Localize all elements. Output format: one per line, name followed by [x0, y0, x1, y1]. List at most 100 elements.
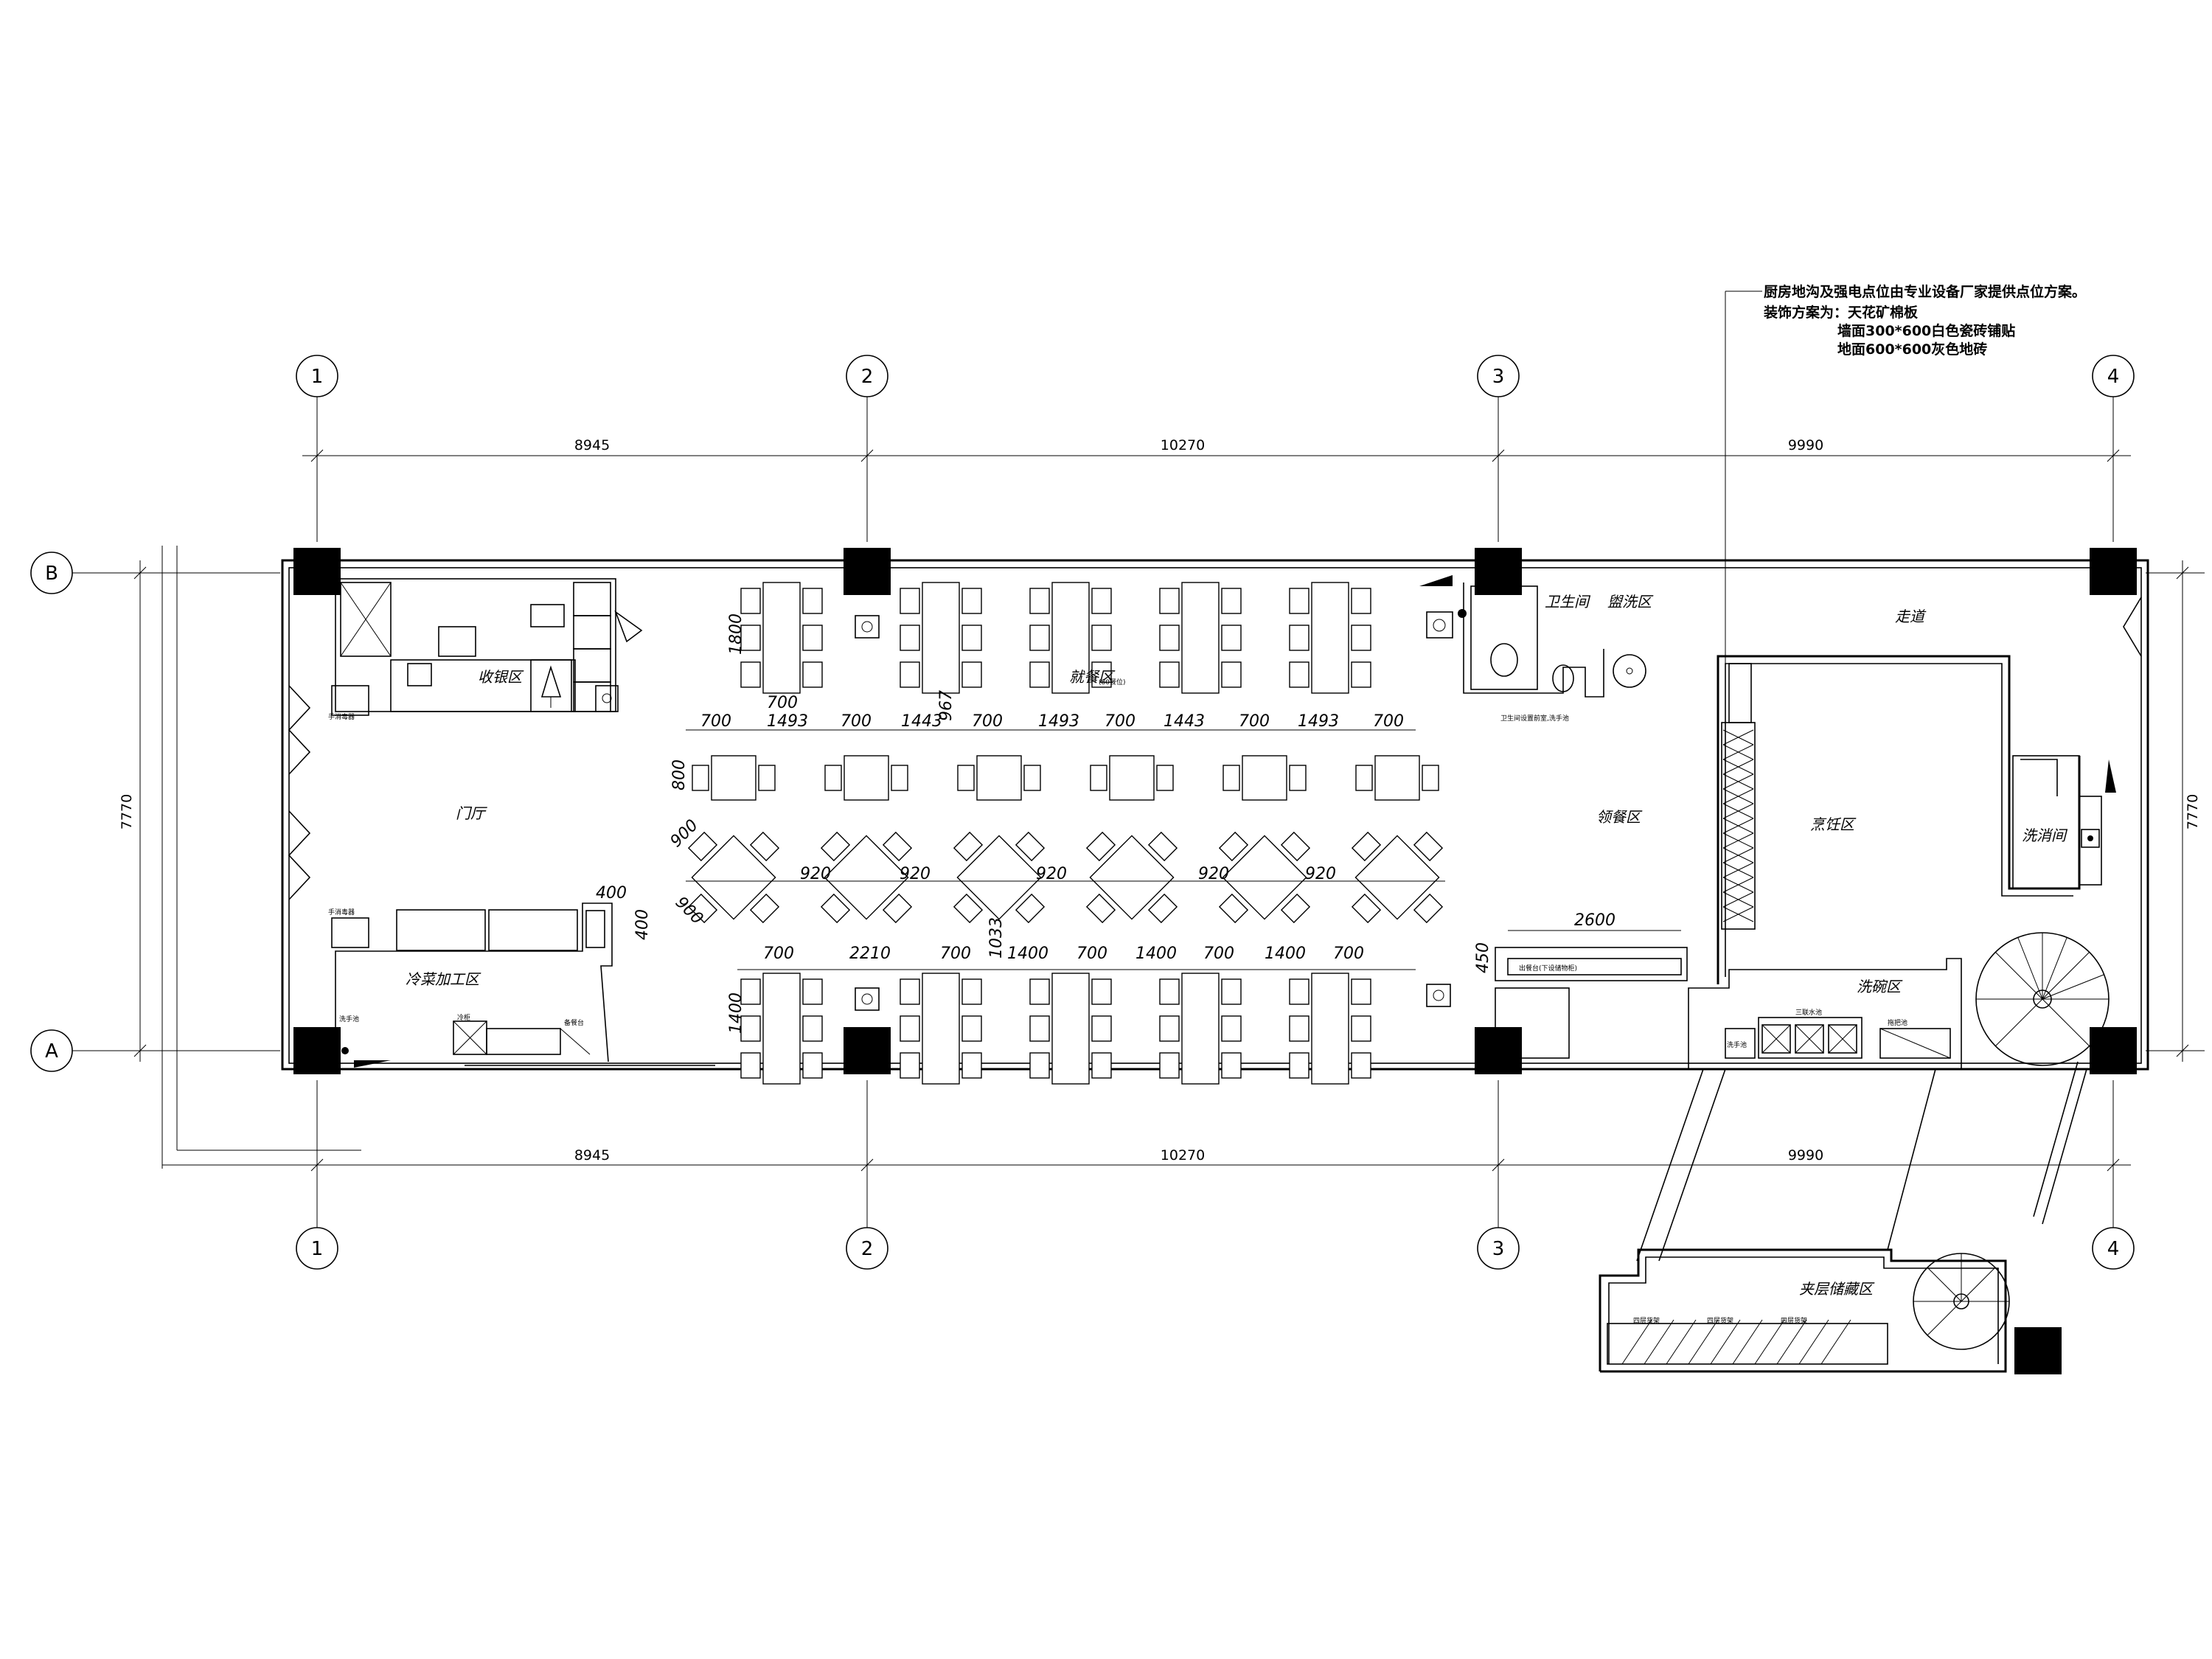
- square-table-3: [976, 755, 1022, 801]
- room-label-storage: 夹层储藏区: [1799, 1280, 1875, 1298]
- note-line-3: 墙面300*600白色瓷砖铺贴: [1837, 322, 2015, 339]
- square-table-6: [1374, 755, 1420, 801]
- diamond-chair-5-3: [1218, 893, 1249, 924]
- dim-top-3: 9990: [1788, 437, 1823, 453]
- square-chair-l-3: [957, 765, 975, 791]
- grid-label-row-A: A: [45, 1040, 58, 1062]
- top-long-2-chair-r2: [961, 661, 982, 688]
- top-long-5-chair-l1: [1289, 625, 1310, 651]
- dim-v-1400: 1400: [727, 992, 745, 1034]
- top-long-4-table: [1181, 582, 1220, 694]
- square-chair-l-4: [1090, 765, 1107, 791]
- dim-v-1033: 1033: [987, 917, 1006, 959]
- top-long-1-chair-l2: [740, 661, 761, 688]
- grid-label-bottom-3: 3: [1492, 1238, 1505, 1260]
- bottom-long-4-table: [1181, 973, 1220, 1085]
- diamond-table-6: [1354, 835, 1440, 920]
- bottom-long-5-chair-r1: [1351, 1015, 1371, 1042]
- square-chair-r-5: [1289, 765, 1307, 791]
- top-long-2-chair-l2: [900, 661, 920, 688]
- floor-outlets: [855, 611, 1453, 1011]
- top-long-2-chair-r0: [961, 588, 982, 614]
- diamond-chair-4-3: [1085, 893, 1116, 924]
- room-label-cashier: 收银区: [478, 668, 524, 686]
- dim-v-967: 967: [937, 690, 956, 721]
- grid-label-top-4: 4: [2107, 366, 2120, 388]
- diamond-chair-2-2: [882, 893, 913, 924]
- bottom-long-5-table: [1311, 973, 1349, 1085]
- diamond-chair-1-3: [687, 893, 718, 924]
- bottom-long-1-chair-l1: [740, 1015, 761, 1042]
- square-chair-r-2: [891, 765, 908, 791]
- diamond-chair-3-0: [953, 831, 984, 862]
- square-table-2: [844, 755, 889, 801]
- dim-v-1800: 1800: [727, 613, 745, 655]
- grid-label-bottom-1: 1: [311, 1238, 324, 1260]
- dim-row1-4: 700: [972, 712, 1003, 731]
- kitchen-zone: 走道 烹饪区: [1717, 608, 2081, 984]
- diamond-chair-6-2: [1413, 893, 1444, 924]
- diamond-table-3: [956, 835, 1042, 920]
- top-long-5-chair-l0: [1289, 588, 1310, 614]
- bottom-long-5-chair-l0: [1289, 978, 1310, 1005]
- diamond-chair-1-0: [687, 831, 718, 862]
- restroom-zone: 卫生间 盥洗区 卫生间设置前室,洗手池: [1419, 575, 1654, 723]
- exhaust-hood-hatch: [1722, 729, 1754, 922]
- bottom-long-4-chair-r0: [1221, 978, 1242, 1005]
- dim-counter-2600: 2600: [1574, 911, 1615, 930]
- top-long-5-chair-l2: [1289, 661, 1310, 688]
- bottom-long-3-table: [1051, 973, 1090, 1085]
- top-long-4-chair-r1: [1221, 625, 1242, 651]
- top-long-2-chair-r1: [961, 625, 982, 651]
- note-line-4: 地面600*600灰色地砖: [1837, 341, 1987, 358]
- square-chair-r-6: [1422, 765, 1439, 791]
- pickup-zone: 领餐区 出餐台(下设储物柜) 2600: [1495, 808, 1688, 1059]
- bottom-long-3-chair-r1: [1091, 1015, 1112, 1042]
- dim-top-1: 8945: [574, 437, 610, 453]
- diamond-chair-6-3: [1351, 893, 1382, 924]
- bottom-long-3-chair-r2: [1091, 1052, 1112, 1079]
- bottom-long-3-chair-r0: [1091, 978, 1112, 1005]
- label-shelf-1: 四层货架: [1633, 1316, 1660, 1325]
- square-chair-r-3: [1023, 765, 1041, 791]
- bottom-long-2-chair-l2: [900, 1052, 920, 1079]
- top-long-2-chair-l0: [900, 588, 920, 614]
- label-small-b: 手消毒器: [328, 908, 355, 917]
- dim-bottom-2: 10270: [1161, 1147, 1205, 1164]
- top-long-4-chair-r2: [1221, 661, 1242, 688]
- grid-label-top-2: 2: [861, 366, 874, 388]
- cashier-zone: 收银区 手消毒器: [328, 578, 643, 721]
- top-long-2-chair-l1: [900, 625, 920, 651]
- label-small-f: 备餐台: [564, 1018, 584, 1027]
- bottom-long-1-chair-l0: [740, 978, 761, 1005]
- bottom-long-2-chair-l0: [900, 978, 920, 1005]
- dim-top-700: 700: [767, 694, 798, 712]
- dim-400-a: 400: [596, 884, 627, 902]
- spiral-stair: [1975, 932, 2110, 1066]
- overall-dimensions: 8945 10270 9990 8945 10270 9990 7770 777…: [119, 437, 2201, 1172]
- label-small-e: 洗手池: [1727, 1040, 1747, 1049]
- diamond-chair-6-0: [1351, 831, 1382, 862]
- grid-label-top-1: 1: [311, 366, 324, 388]
- square-chair-r-4: [1156, 765, 1174, 791]
- square-chair-r-1: [758, 765, 776, 791]
- bottom-long-5-chair-l1: [1289, 1015, 1310, 1042]
- dim-v-800: 800: [670, 759, 689, 790]
- dim-left: 7770: [119, 794, 135, 830]
- dim-row3-5: 1400: [1135, 945, 1177, 963]
- top-long-2-table: [922, 582, 960, 694]
- label-shelf-2: 四层货架: [1707, 1316, 1733, 1325]
- diamond-chair-2-1: [882, 831, 913, 862]
- diamond-chair-1-2: [749, 893, 780, 924]
- diamond-table-1: [691, 835, 776, 920]
- bottom-long-1-chair-l2: [740, 1052, 761, 1079]
- room-label-washing: 洗碗区: [1857, 978, 1903, 995]
- top-long-4-chair-r0: [1221, 588, 1242, 614]
- dim-row1-9: 1493: [1298, 712, 1339, 731]
- dim-row1-8: 700: [1239, 712, 1270, 731]
- label-mop-pool: 拖把池: [1888, 1018, 1907, 1027]
- bottom-long-2-table: [922, 973, 960, 1085]
- diamond-table-5: [1222, 835, 1307, 920]
- dim-row2-4: 920: [1305, 865, 1336, 883]
